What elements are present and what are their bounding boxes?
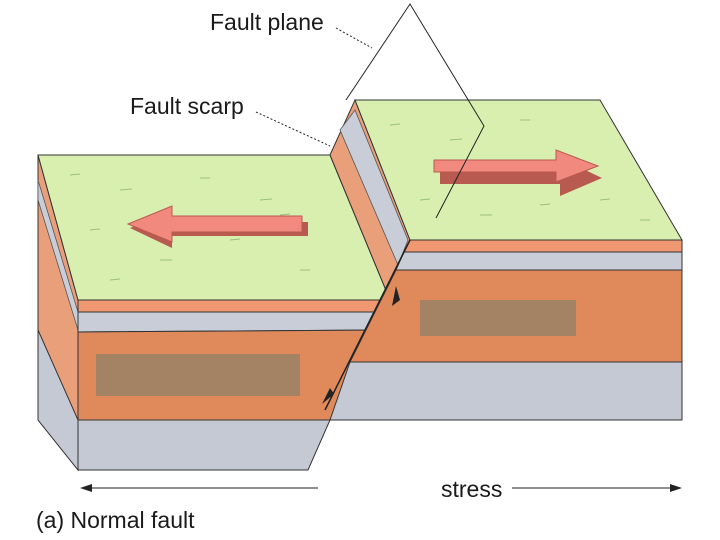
footwall-block (37, 154, 391, 472)
fault-scarp-leader (255, 111, 331, 147)
fault-trace-line (324, 239, 411, 411)
left-stress-arrow (126, 205, 308, 248)
hanging-brown-block (420, 300, 576, 336)
hanging-grey-stripe (395, 251, 683, 271)
right-stress-arrow (433, 149, 602, 196)
fault-plane-label: Fault plane (210, 9, 324, 35)
slip-arrow-down (322, 388, 334, 404)
stress-arrows-bottom (80, 484, 682, 492)
stress-label: stress (441, 476, 503, 502)
leader-lines (255, 3, 485, 219)
fault-scarp-stripe (339, 109, 409, 267)
footwall-grey-base (77, 419, 331, 471)
hanging-grey-base (329, 361, 683, 421)
slip-arrow-up (392, 286, 400, 306)
fault-plane-leader (335, 27, 373, 49)
fault-plane-outline (345, 3, 485, 219)
footwall-grey-stripe (77, 311, 386, 333)
grass-texture (69, 119, 650, 281)
footwall-brown-block (96, 354, 300, 396)
footwall-thin-orange (77, 299, 391, 313)
fault-scarp-label: Fault scarp (130, 93, 244, 119)
hanging-thin-orange (403, 239, 683, 253)
hanging-wall-block (322, 98, 683, 421)
figure-caption: (a) Normal fault (36, 507, 195, 533)
